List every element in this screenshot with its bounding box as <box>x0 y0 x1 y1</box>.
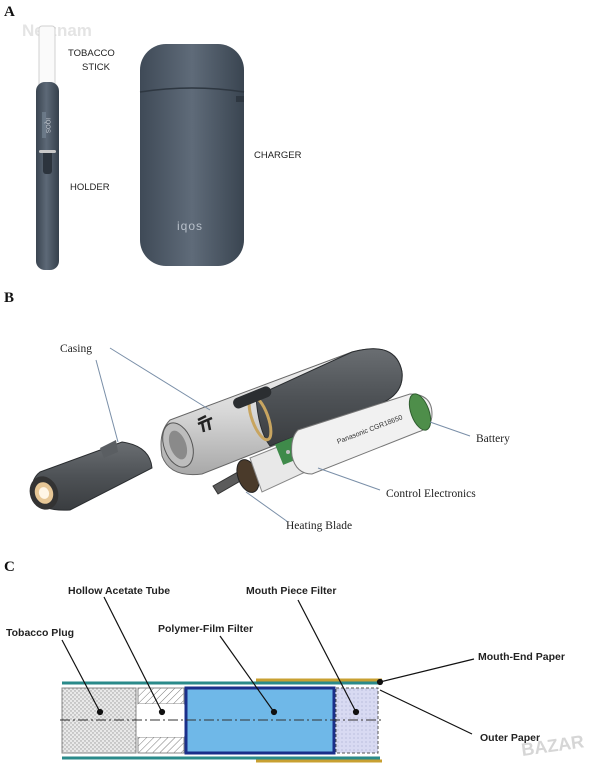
label-tobacco-stick-1: TOBACCO <box>68 48 115 59</box>
label-control-electronics: Control Electronics <box>386 488 476 500</box>
label-tobacco-plug: Tobacco Plug <box>6 627 74 639</box>
charger-device: iqos <box>139 44 245 266</box>
internal-assembly: Panasonic CGR18650 <box>212 393 433 495</box>
label-hollow-acetate-tube: Hollow Acetate Tube <box>68 585 170 597</box>
label-mouth-end-paper: Mouth-End Paper <box>478 651 565 663</box>
label-outer-paper: Outer Paper <box>480 732 540 744</box>
charger-logo: iqos <box>177 219 203 233</box>
label-tobacco-stick-2: STICK <box>82 62 111 73</box>
panel-letter-a: A <box>4 4 15 20</box>
panel-letter-c: C <box>4 559 15 575</box>
holder-brand-text: IQOS <box>44 118 50 133</box>
casing-end-cap <box>29 440 153 511</box>
panel-letter-b: B <box>4 290 14 306</box>
watermark-top: Ne znam <box>22 21 92 40</box>
holder-device: IQOS <box>36 82 59 270</box>
label-battery: Battery <box>476 433 510 445</box>
panel-b-leaders <box>95 347 471 523</box>
label-heating-blade: Heating Blade <box>286 520 352 532</box>
casing-body <box>160 348 403 476</box>
label-holder: HOLDER <box>70 182 110 193</box>
label-charger: CHARGER <box>254 150 302 161</box>
panel-c-leaders <box>61 596 475 735</box>
tobacco-stick <box>38 25 56 91</box>
label-casing: Casing <box>60 343 92 355</box>
label-mouth-piece-filter: Mouth Piece Filter <box>246 585 336 597</box>
label-polymer-film-filter: Polymer-Film Filter <box>158 623 253 635</box>
